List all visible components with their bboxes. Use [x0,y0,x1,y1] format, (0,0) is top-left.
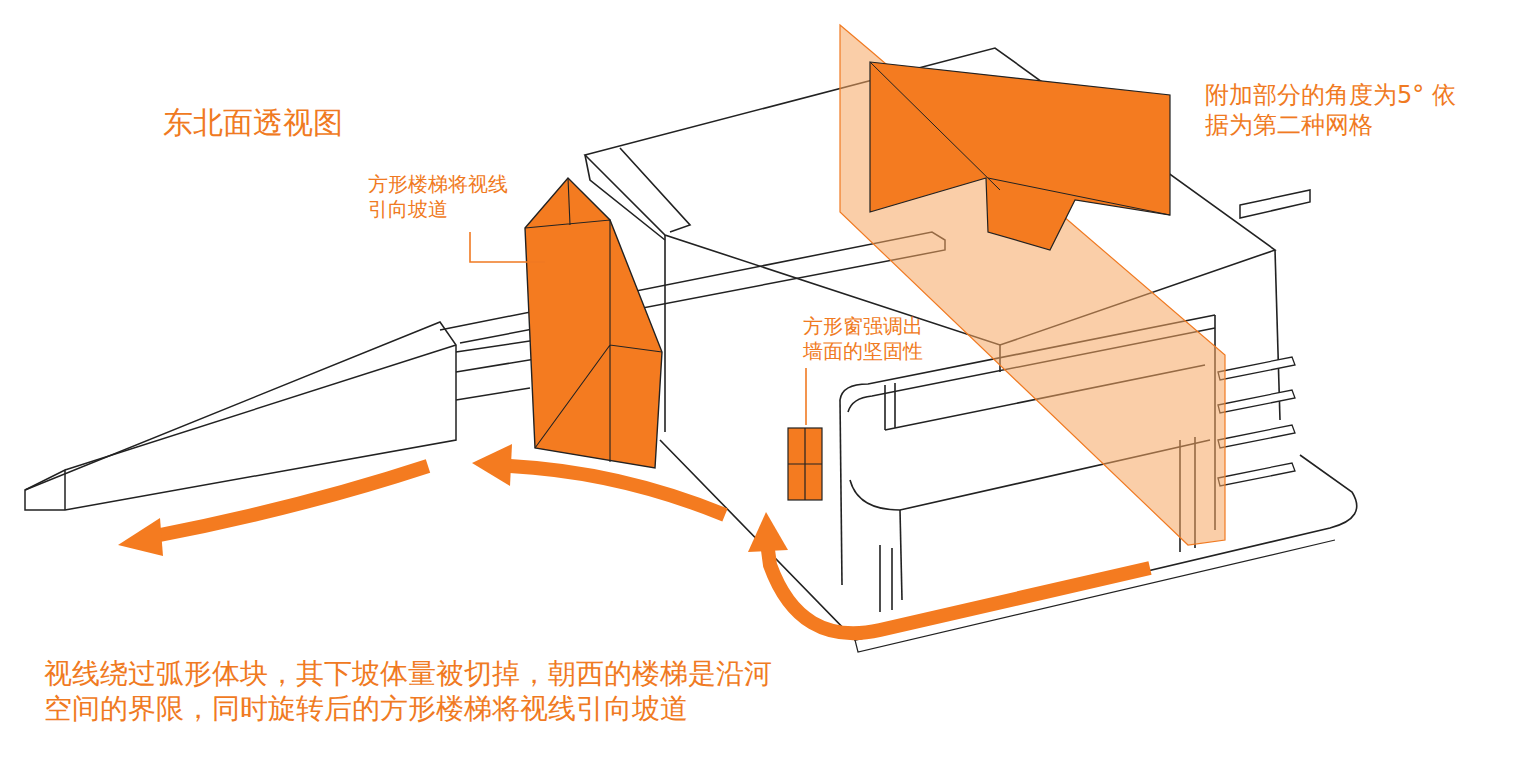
arrow-heads [118,444,788,556]
diagram-title: 东北面透视图 [163,104,423,142]
plate-edge [855,540,1335,652]
square-stair [525,178,662,468]
leader-lines [470,232,806,425]
diagram-caption: 视线绕过弧形体块，其下坡体量被切掉，朝西的楼梯是沿河空间的界限，同时旋转后的方形… [44,656,794,726]
angled-plane [840,25,1225,545]
base-plate [660,440,1357,640]
added-part-lines [870,62,1170,215]
added-part [870,62,1170,250]
window-mullion [788,428,822,500]
balcony-shelves [1218,357,1295,486]
square-window [788,428,822,500]
stair-lines [525,178,662,462]
callout-label: 方形楼梯将视线引向坡道 [368,172,518,222]
callout-label: 方形窗强调出墙面的坚固性 [803,314,933,364]
callout-label: 附加部分的角度为5° 依据为第二种网格 [1205,80,1457,140]
sight-arrows [155,466,1150,633]
